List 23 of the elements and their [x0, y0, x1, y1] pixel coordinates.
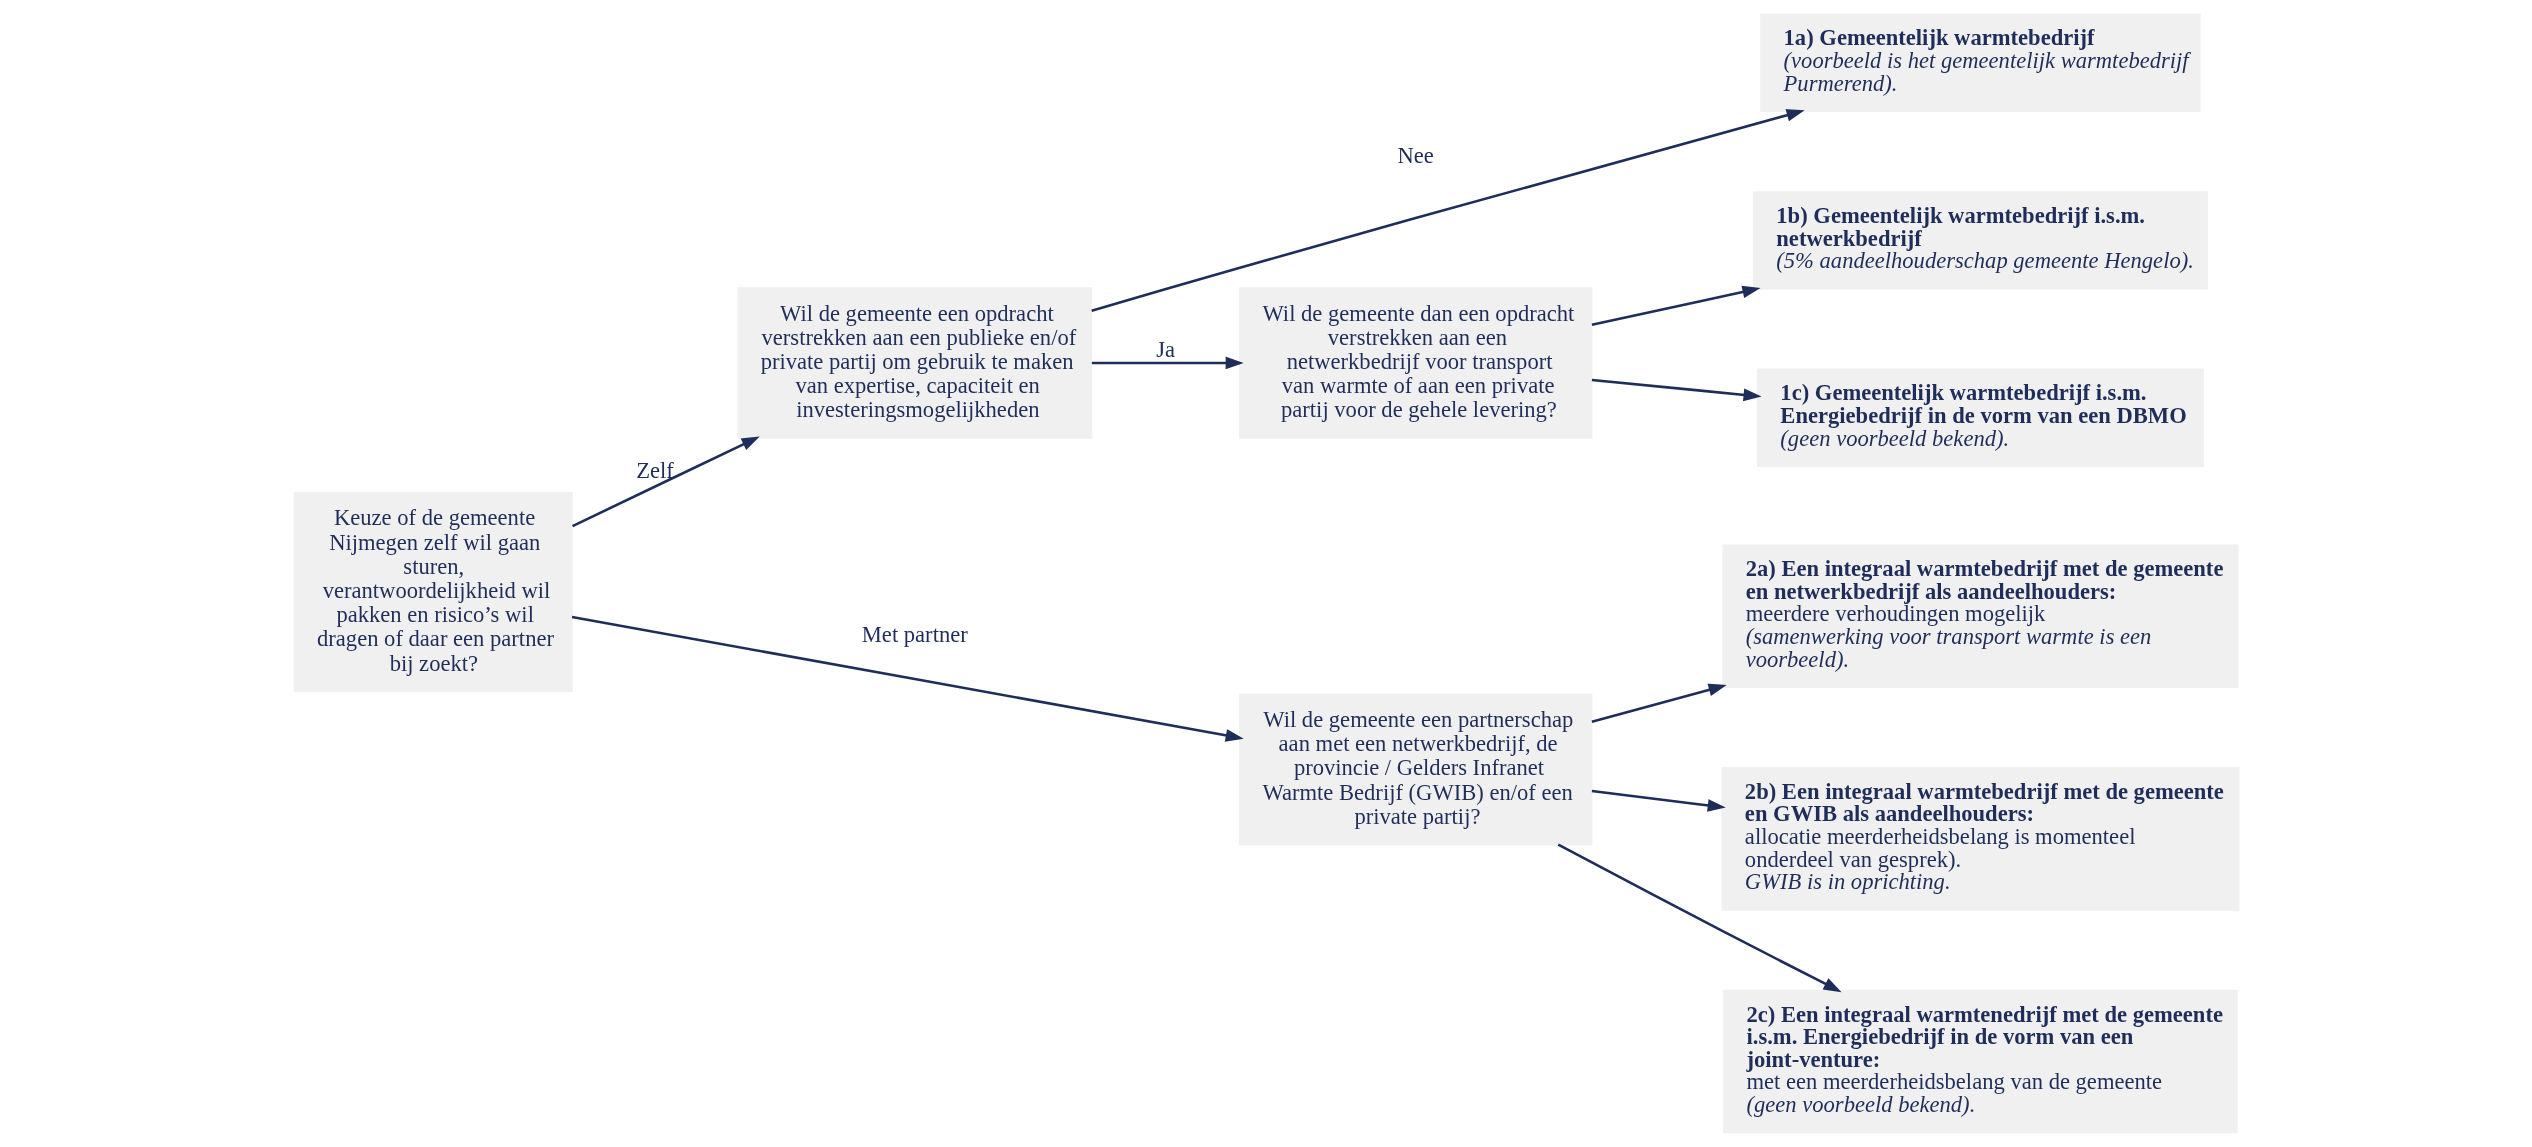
node-box: Wil de gemeente een opdracht verstrekken aan een publieke en/of private partij om gebruik te maken van expertise, capaciteit en investeringsmogelijkheden: [736, 287, 1092, 439]
arrow: [1090, 109, 1805, 313]
arrow: [1591, 378, 1762, 402]
arrow: [571, 615, 1244, 742]
node-box: 1b) Gemeentelijk warmtebedrijf i.s.m. netwerkbedrijf (5% aandeelhouderschap gemeente Hengelo).: [1752, 191, 2208, 290]
edge-label: Met partner: [861, 622, 968, 648]
node-box: 2b) Een integraal warmtebedrijf met de gemeente en GWIB als aandeelhouders: allocatie meerderheidsbelang is momenteel onderdeel van gesprek). GWIB is in oprichting.: [1720, 767, 2239, 911]
arrow: [1091, 356, 1244, 370]
arrow: [1591, 789, 1726, 812]
node-box: Wil de gemeente een partnerschap aan met een netwerkbedrijf, de provincie / Gelders Infranet Warmte Bedrijf (GWIB) en/of een private partij?: [1238, 693, 1592, 846]
edge-label: Zelf: [635, 457, 674, 483]
node-box: 1a) Gemeentelijk warmtebedrijf (voorbeeld is het gemeentelijk warmtebedrijf Purmerend).: [1759, 13, 2201, 113]
edge-label: Nee: [1397, 143, 1434, 169]
node-box: 2c) Een integraal warmtenedrijf met de gemeente i.s.m. Energiebedrijf in de vorm van een joint-venture: met een meerderheidsbelang van de gemeente (geen voorbeeld bekend).: [1722, 989, 2238, 1134]
arrow: [1591, 683, 1727, 724]
node-box: 2a) Een integraal warmtebedrijf met de gemeente en netwerkbedrijf als aandeelhouders: meerdere verhoudingen mogelijk (samenwerking voor transport warmte is een voorbeeld).: [1721, 544, 2239, 689]
node-box: Keuze of de gemeente Nijmegen zelf wil gaan sturen, verantwoordelijkheid wil pakken en risico’s wil dragen of daar een partner bij zoekt?: [293, 492, 573, 693]
node-box: 1c) Gemeentelijk warmtebedrijf i.s.m. Energiebedrijf in de vorm van een DBMO (geen voorbeeld bekend).: [1756, 368, 2204, 467]
arrow: [1557, 843, 1842, 993]
arrow: [571, 436, 760, 528]
edge-label: Ja: [1155, 336, 1175, 362]
arrow: [1591, 285, 1760, 327]
node-box: Wil de gemeente dan een opdracht verstrekken aan een netwerkbedrijf voor transport van warmte of aan een private partij voor de gehele levering?: [1238, 287, 1592, 439]
